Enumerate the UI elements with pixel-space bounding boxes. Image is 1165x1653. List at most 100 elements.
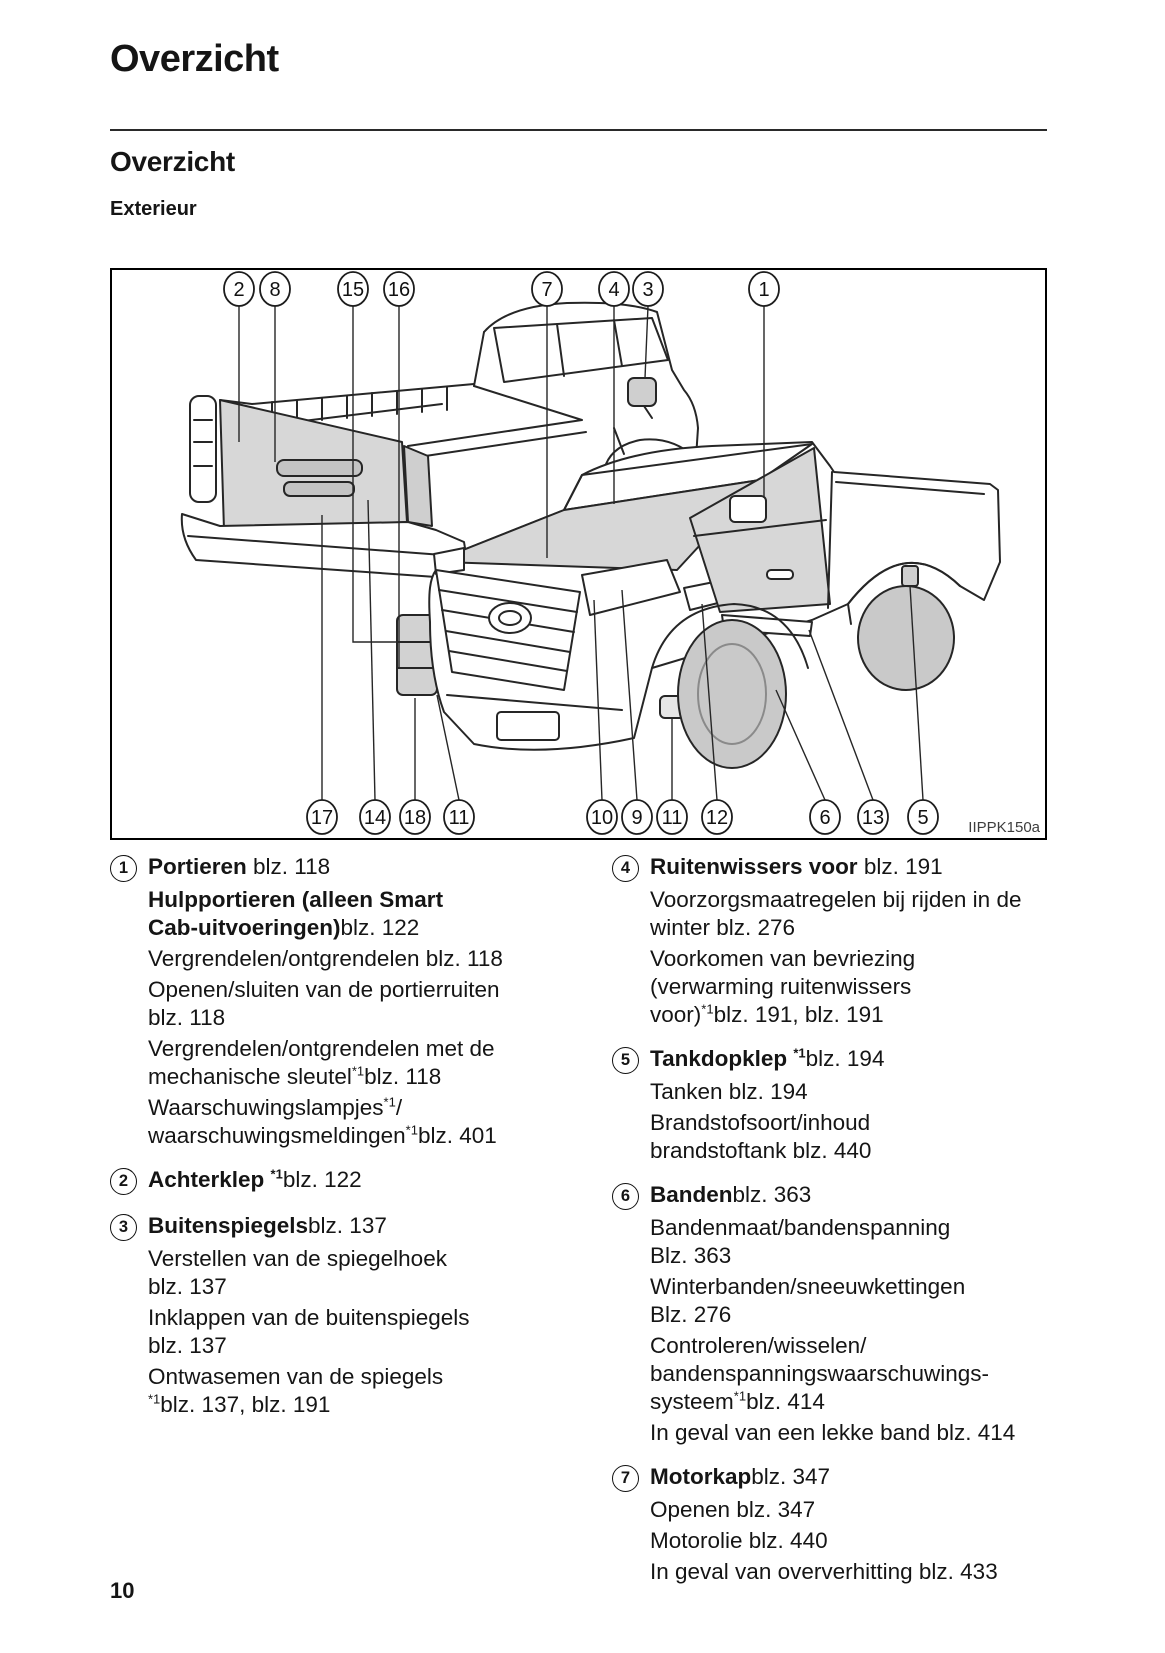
callout-10: 10	[586, 599, 618, 835]
leader-line	[808, 629, 874, 801]
callout-6: 6	[775, 689, 841, 835]
item-title: Achterklep *1blz. 122	[148, 1166, 362, 1192]
callout-circle	[359, 799, 391, 835]
front-truck-illustration	[428, 427, 1001, 769]
leader-line	[436, 694, 460, 801]
callout-11: 11	[656, 718, 688, 835]
footnote-marker: *1	[351, 1063, 365, 1079]
item-title: Portieren blz. 118	[148, 854, 331, 879]
item-title: Motorkapblz. 347	[650, 1464, 831, 1489]
callout-circle	[809, 799, 841, 835]
leader-line	[909, 585, 924, 801]
item-title: Ruitenwissers voor blz. 191	[650, 854, 943, 879]
item-subline: Tanken blz. 194	[650, 1079, 808, 1104]
callout-number: 10	[591, 807, 613, 829]
footnote-marker: *1	[405, 1122, 418, 1138]
leader-line	[352, 306, 398, 643]
callout-number: 5	[917, 807, 928, 829]
callout-11: 11	[436, 694, 475, 835]
item-number-badge: 3	[110, 1214, 137, 1241]
subsection-title: Exterieur	[110, 198, 197, 220]
callout-3: 3	[632, 271, 664, 379]
callout-14: 14	[359, 499, 391, 835]
callout-16: 16	[383, 271, 415, 668]
callout-number: 16	[388, 279, 410, 301]
callout-number: 11	[662, 807, 683, 829]
callout-circle	[621, 799, 653, 835]
callout-circle	[632, 271, 664, 307]
leader-line	[701, 603, 718, 801]
callout-number: 11	[449, 807, 470, 829]
callout-circle	[656, 799, 688, 835]
item-subline: Waarschuwingslampjes*1/waarschuwingsmeld…	[148, 1094, 497, 1148]
callout-circle	[223, 271, 255, 307]
callout-2: 2	[223, 271, 255, 442]
item-body: Achterklep *1blz. 122	[148, 1166, 565, 1199]
callout-number: 7	[541, 279, 552, 301]
item-number-badge: 1	[110, 855, 137, 882]
callout-circle	[748, 271, 780, 307]
callout-number: 2	[233, 279, 244, 301]
callout-number: 13	[862, 807, 884, 829]
footnote-marker: *1	[733, 1388, 747, 1404]
footnote-marker: *1	[148, 1391, 161, 1407]
callout-number: 15	[342, 279, 364, 301]
callout-number: 12	[706, 807, 728, 829]
item-number-badge: 6	[612, 1183, 639, 1210]
callout-15: 15	[337, 271, 398, 643]
callout-1: 1	[748, 271, 780, 498]
title-rule	[110, 129, 1047, 131]
callout-number: 17	[311, 807, 333, 829]
leader-line	[621, 589, 638, 801]
item-title: Bandenblz. 363	[650, 1182, 812, 1207]
footnote-marker: *1	[701, 1001, 714, 1017]
callout-7: 7	[531, 271, 563, 558]
callout-number: 9	[631, 807, 642, 829]
section-title: Overzicht	[110, 146, 235, 177]
callout-number: 4	[608, 279, 619, 301]
item-number-badge: 7	[612, 1465, 639, 1492]
callout-13: 13	[808, 629, 889, 835]
item-subline: Controleren/wisselen/bandenspanningswaar…	[650, 1333, 989, 1414]
callout-circle	[701, 799, 733, 835]
footnote-marker: *1	[383, 1094, 396, 1110]
footnote-marker: *1	[270, 1166, 283, 1182]
callout-number: 8	[269, 279, 280, 301]
item-subline: Ontwasemen van de spiegels*1blz. 137, bl…	[148, 1364, 444, 1417]
callout-circle	[306, 799, 338, 835]
leader-line	[593, 599, 603, 801]
callout-circle	[857, 799, 889, 835]
item-title: Buitenspiegelsblz. 137	[148, 1213, 387, 1238]
callout-circle	[399, 799, 431, 835]
item-subline: Openen blz. 347	[650, 1497, 816, 1522]
item-title: Tankdopklep *1blz. 194	[650, 1045, 885, 1071]
item-subline: Voorkomen van bevriezing(verwarming ruit…	[650, 946, 916, 1027]
callout-12: 12	[701, 603, 733, 835]
footnote-marker: *1	[793, 1045, 806, 1061]
figure-code: IIPPK150a	[968, 819, 1040, 836]
item-subline: Vergrendelen/ontgrendelen blz. 118	[148, 946, 503, 971]
callout-circle	[259, 271, 291, 307]
callout-5: 5	[907, 585, 939, 835]
item-number-badge: 5	[612, 1047, 639, 1074]
callout-17: 17	[306, 515, 338, 835]
